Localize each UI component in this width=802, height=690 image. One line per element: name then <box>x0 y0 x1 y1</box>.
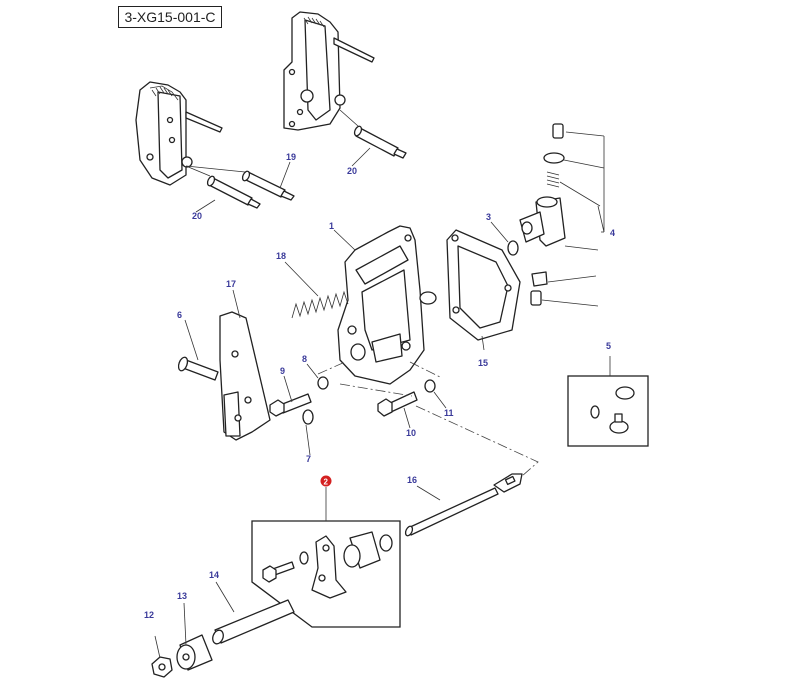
sleeve-14 <box>212 599 295 645</box>
valve-assembly-4 <box>519 123 566 306</box>
callout-4[interactable]: 4 <box>610 228 615 238</box>
pin-19 <box>241 170 295 201</box>
kit-5-box <box>567 356 649 447</box>
callout-8[interactable]: 8 <box>302 354 307 364</box>
callout-12[interactable]: 12 <box>144 610 154 620</box>
callout-5[interactable]: 5 <box>606 341 611 351</box>
callout-20-right[interactable]: 20 <box>347 166 357 176</box>
washer-7 <box>302 409 314 425</box>
callout-16[interactable]: 16 <box>407 475 417 485</box>
callout-18[interactable]: 18 <box>276 251 286 261</box>
pin-20-left <box>206 175 261 209</box>
washer-11 <box>424 379 436 393</box>
bolt-6 <box>177 356 219 381</box>
bushing-13 <box>176 634 213 671</box>
bolt-9 <box>269 393 312 417</box>
center-bracket-assembly <box>283 11 375 131</box>
callout-9[interactable]: 9 <box>280 366 285 376</box>
leader-lines <box>154 147 604 659</box>
o-ring-3 <box>507 240 519 256</box>
callout-13[interactable]: 13 <box>177 591 187 601</box>
left-bracket-assembly <box>135 81 223 186</box>
callout-3[interactable]: 3 <box>486 212 491 222</box>
pin-20-right <box>353 125 407 159</box>
callout-2-highlight[interactable]: 2 <box>320 475 332 487</box>
spring-18 <box>291 290 349 319</box>
callout-6[interactable]: 6 <box>177 310 182 320</box>
callout-2[interactable]: 2 <box>324 478 329 487</box>
callout-labels: 1 2 3 4 5 6 7 8 9 10 11 12 13 14 15 16 1… <box>144 152 615 620</box>
gasket-15 <box>446 229 521 341</box>
main-plate <box>337 225 437 385</box>
bolt-10 <box>377 391 418 417</box>
callout-10[interactable]: 10 <box>406 428 416 438</box>
lever-17 <box>219 311 271 441</box>
callout-7[interactable]: 7 <box>306 454 311 464</box>
callout-15[interactable]: 15 <box>478 358 488 368</box>
washer-8 <box>317 376 329 390</box>
callout-19[interactable]: 19 <box>286 152 296 162</box>
nut-12 <box>151 656 173 678</box>
callout-20-left[interactable]: 20 <box>192 211 202 221</box>
kit-2-box <box>251 487 401 628</box>
rod-16 <box>404 473 523 537</box>
bolt-in-kit-2 <box>262 561 295 583</box>
diagram-reference-code: 3-XG15-001-C <box>118 6 222 28</box>
callout-1[interactable]: 1 <box>329 221 334 231</box>
callout-14[interactable]: 14 <box>209 570 219 580</box>
callout-17[interactable]: 17 <box>226 279 236 289</box>
callout-11[interactable]: 11 <box>444 408 454 418</box>
